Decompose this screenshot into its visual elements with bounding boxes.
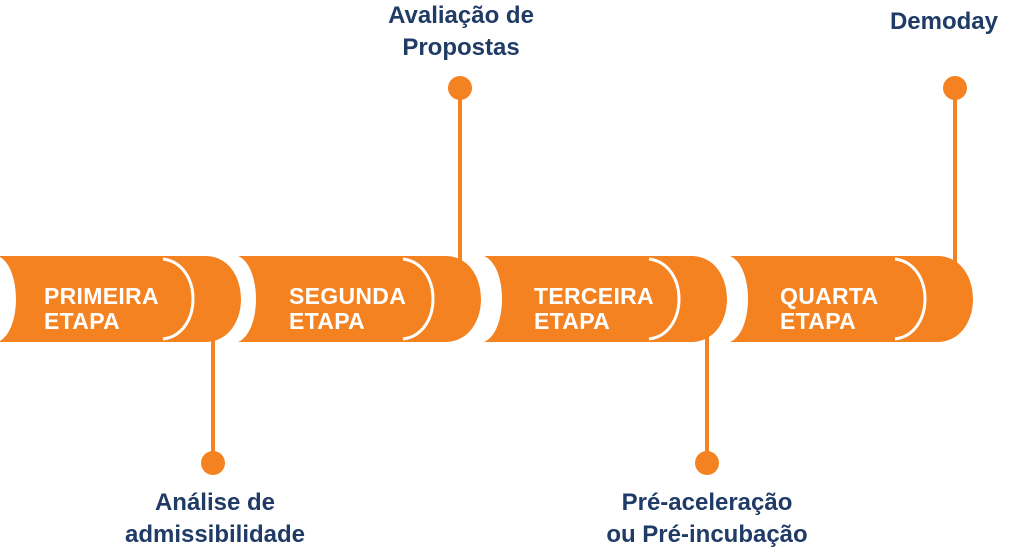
milestone-label-admissibilidade: Análise de admissibilidade — [124, 489, 306, 548]
stage-separator-arc-3 — [648, 257, 681, 341]
milestone-dot-2 — [448, 76, 472, 100]
milestone-dot-4 — [943, 76, 967, 100]
stage-segment-4 — [730, 256, 973, 342]
stage-segment-2 — [238, 256, 481, 342]
stage-separator-arc-4 — [894, 257, 927, 341]
stage-separator-arc-1 — [162, 257, 195, 341]
stage-label-2: SEGUNDA ETAPA — [289, 283, 407, 334]
milestone-label-pre-aceleracao: Pré-aceleração ou Pré-incubação — [606, 489, 808, 548]
milestone-dot-1 — [201, 451, 225, 475]
stage-label-1: PRIMEIRA ETAPA — [44, 283, 159, 334]
milestone-label-demoday: Demoday — [889, 8, 999, 35]
stage-segment-3 — [484, 256, 727, 342]
stage-label-3: TERCEIRA ETAPA — [534, 283, 654, 334]
stage-separator-arc-2 — [402, 257, 435, 341]
stage-segment-1 — [0, 256, 241, 342]
milestone-dot-3 — [695, 451, 719, 475]
stage-label-4: QUARTA ETAPA — [780, 283, 879, 334]
milestone-label-avaliacao: Avaliação de Propostas — [388, 2, 534, 61]
